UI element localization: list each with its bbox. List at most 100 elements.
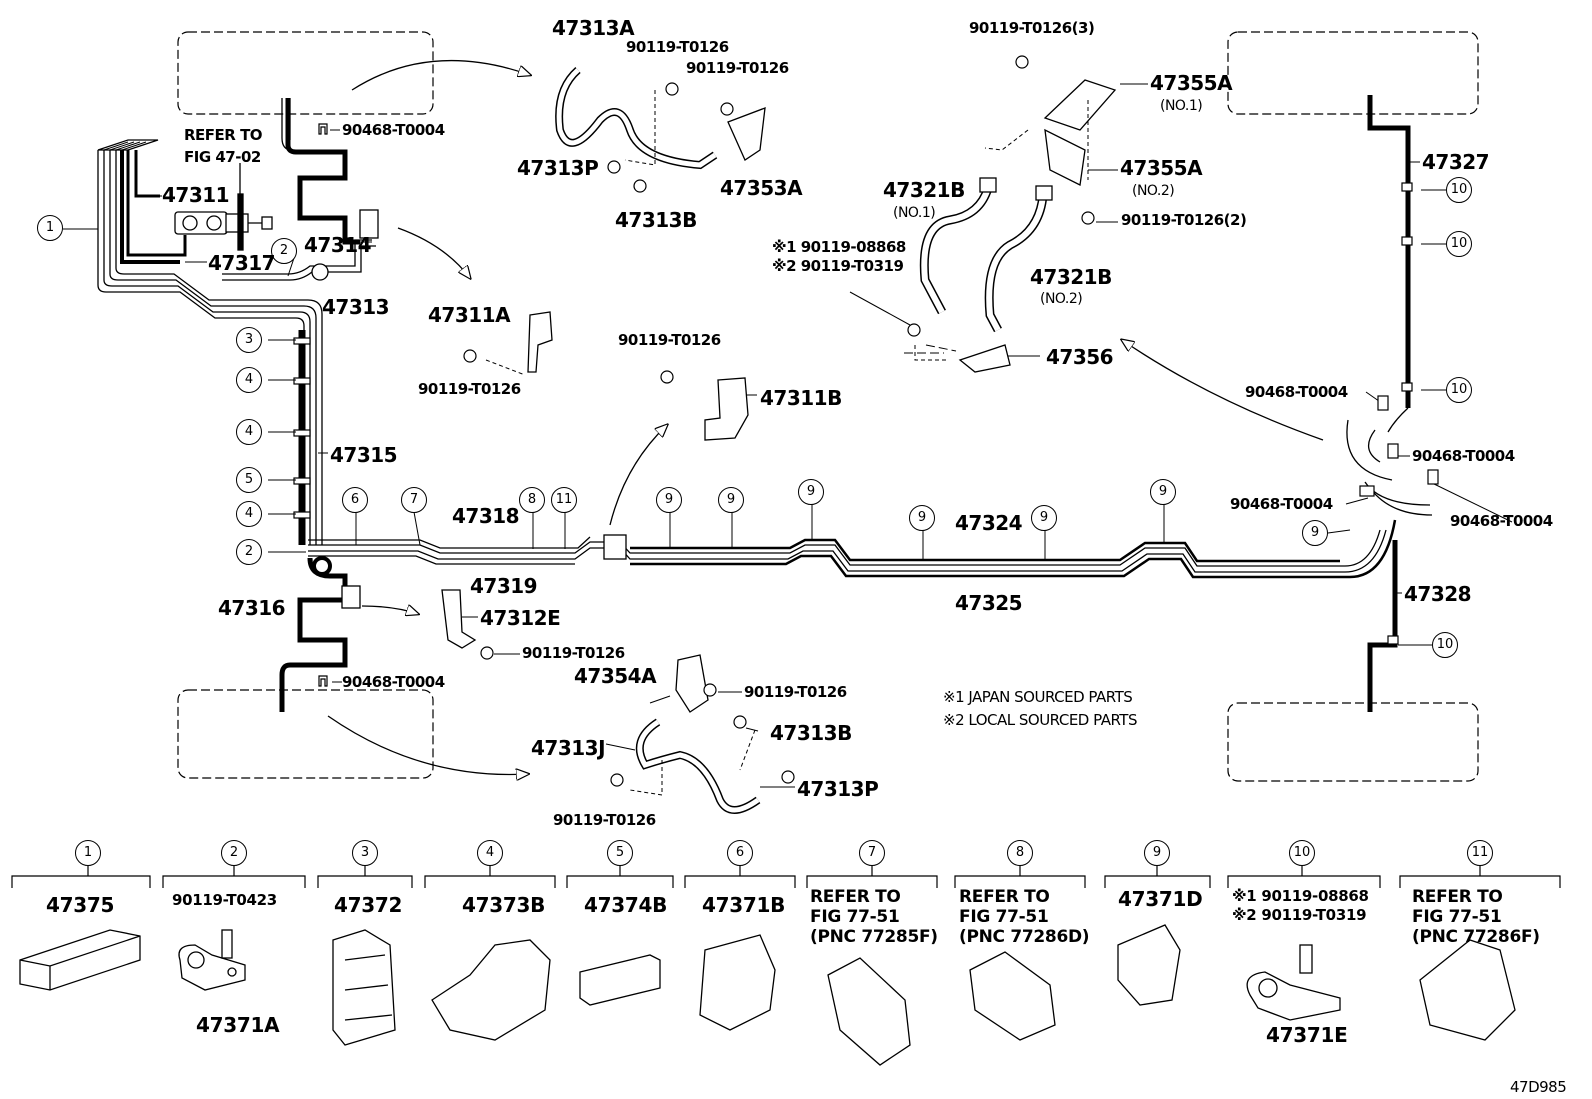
callout-4-a: 4 bbox=[236, 367, 262, 393]
label-bolt-90119-f: 90119-T0126 bbox=[744, 683, 847, 701]
callout-10-d: 10 bbox=[1432, 632, 1458, 658]
callout-9-e: 9 bbox=[1031, 505, 1057, 531]
legend-callout-8: 8 bbox=[1007, 840, 1033, 866]
legend-11-line1: REFER TO bbox=[1412, 887, 1503, 907]
label-bolt-90119-g: 90119-T0126 bbox=[553, 811, 656, 829]
legend-9-text: 47371D bbox=[1118, 887, 1203, 911]
callout-9-c: 9 bbox=[798, 479, 824, 505]
label-47313J: 47313J bbox=[531, 736, 606, 760]
label-bolt-90119-e: 90119-T0126 bbox=[522, 644, 625, 662]
legend-3-text: 47372 bbox=[334, 893, 403, 917]
flex-hoses bbox=[919, 79, 1117, 373]
refer-fig-47-02-line2: FIG 47-02 bbox=[184, 148, 261, 166]
label-47312E: 47312E bbox=[480, 606, 561, 630]
legend-1-text: 47375 bbox=[46, 893, 115, 917]
label-47355A-no1: 47355A bbox=[1150, 71, 1233, 95]
label-47318: 47318 bbox=[452, 504, 520, 528]
callout-10-c: 10 bbox=[1446, 377, 1472, 403]
label-clip-90468-r4: 90468-T0004 bbox=[1450, 512, 1553, 530]
hose-47313J bbox=[635, 654, 761, 814]
callout-4-b: 4 bbox=[236, 419, 262, 445]
label-47313B-bottom: 47313B bbox=[770, 721, 852, 745]
callout-9-b: 9 bbox=[718, 487, 744, 513]
label-bolt-90119-c: 90119-T0126 bbox=[418, 380, 521, 398]
label-47325: 47325 bbox=[955, 591, 1023, 615]
label-47321B-no2: 47321B bbox=[1030, 265, 1112, 289]
legend-callout-5: 5 bbox=[607, 840, 633, 866]
note-japan-sourced: ※1 JAPAN SOURCED PARTS bbox=[943, 688, 1133, 706]
label-47356: 47356 bbox=[1046, 345, 1114, 369]
label-bolt-90119-d: 90119-T0126 bbox=[618, 331, 721, 349]
callout-3: 3 bbox=[236, 327, 262, 353]
callout-1-main: 1 bbox=[37, 215, 63, 241]
label-47313: 47313 bbox=[322, 295, 390, 319]
label-47321B-no1: 47321B bbox=[883, 178, 965, 202]
tube-47314-47313 bbox=[222, 98, 379, 281]
legend-callout-11: 11 bbox=[1467, 840, 1493, 866]
label-bolt-90119-3: 90119-T0126(3) bbox=[969, 19, 1095, 37]
legend-8-line3: (PNC 77286D) bbox=[959, 927, 1090, 947]
label-ref-90119-08868: ※1 90119-08868 bbox=[772, 238, 906, 256]
diagram-id: 47D985 bbox=[1510, 1078, 1567, 1096]
legend-2-part: 47371A bbox=[196, 1013, 280, 1037]
curved-arrows bbox=[327, 59, 1324, 775]
label-clip-90468-r3: 90468-T0004 bbox=[1230, 495, 1333, 513]
legend-callout-4: 4 bbox=[477, 840, 503, 866]
legend-brackets bbox=[11, 866, 1561, 888]
callout-9-a: 9 bbox=[656, 487, 682, 513]
callout-10-b: 10 bbox=[1446, 231, 1472, 257]
callout-11: 11 bbox=[551, 487, 577, 513]
dashed-guides bbox=[485, 90, 1089, 796]
label-47313A: 47313A bbox=[552, 16, 635, 40]
callout-7: 7 bbox=[401, 487, 427, 513]
label-47354A: 47354A bbox=[574, 664, 657, 688]
line-clips bbox=[293, 182, 1413, 645]
legend-callout-7: 7 bbox=[859, 840, 885, 866]
legend-callout-10: 10 bbox=[1289, 840, 1315, 866]
label-47319: 47319 bbox=[470, 574, 538, 598]
label-clip-90468-r2: 90468-T0004 bbox=[1412, 447, 1515, 465]
label-ref-90119-T0319: ※2 90119-T0319 bbox=[772, 257, 904, 275]
label-47314: 47314 bbox=[304, 233, 372, 257]
right-tubes bbox=[1346, 95, 1433, 712]
legend-4-text: 47373B bbox=[462, 893, 546, 917]
legend-7-line3: (PNC 77285F) bbox=[810, 927, 938, 947]
hose-47313A bbox=[555, 66, 766, 170]
callout-2-upper: 2 bbox=[271, 238, 297, 264]
legend-10-part: 47371E bbox=[1266, 1023, 1348, 1047]
label-47355A-no1-sub: (NO.1) bbox=[1160, 98, 1203, 114]
callout-9-g: 9 bbox=[1302, 520, 1328, 546]
label-47317: 47317 bbox=[208, 251, 276, 275]
legend-6-text: 47371B bbox=[702, 893, 786, 917]
label-47327: 47327 bbox=[1422, 150, 1490, 174]
label-47328: 47328 bbox=[1404, 582, 1472, 606]
dashed-boxes bbox=[177, 31, 1479, 782]
legend-callout-9: 9 bbox=[1144, 840, 1170, 866]
master-valve bbox=[174, 163, 273, 251]
legend-callout-2: 2 bbox=[221, 840, 247, 866]
label-47321B-no1-sub: (NO.1) bbox=[893, 205, 936, 221]
label-47311B: 47311B bbox=[760, 386, 842, 410]
label-47355A-no2-sub: (NO.2) bbox=[1132, 183, 1175, 199]
label-clip-90468-top: 90468-T0004 bbox=[342, 121, 445, 139]
legend-11-line3: (PNC 77286F) bbox=[1412, 927, 1540, 947]
label-47355A-no2: 47355A bbox=[1120, 156, 1203, 180]
callout-8: 8 bbox=[519, 487, 545, 513]
legend-callout-3: 3 bbox=[352, 840, 378, 866]
legend-5-text: 47374B bbox=[584, 893, 668, 917]
label-clip-90468-bottom: 90468-T0004 bbox=[342, 673, 445, 691]
note-local-sourced: ※2 LOCAL SOURCED PARTS bbox=[943, 711, 1137, 729]
label-47311A: 47311A bbox=[428, 303, 511, 327]
legend-8-line1: REFER TO bbox=[959, 887, 1050, 907]
label-47321B-no2-sub: (NO.2) bbox=[1040, 291, 1083, 307]
tube-bundle-left bbox=[97, 139, 323, 545]
main-tubes bbox=[308, 519, 1397, 579]
brackets bbox=[441, 311, 749, 649]
label-bolt-90119-a: 90119-T0126 bbox=[626, 38, 729, 56]
label-bolt-90119-2: 90119-T0126(2) bbox=[1121, 211, 1247, 229]
label-47324: 47324 bbox=[955, 511, 1023, 535]
legend-8-line2: FIG 77-51 bbox=[959, 907, 1049, 927]
legend-callout-1: 1 bbox=[75, 840, 101, 866]
legend-10-line1: ※1 90119-08868 bbox=[1232, 887, 1369, 905]
